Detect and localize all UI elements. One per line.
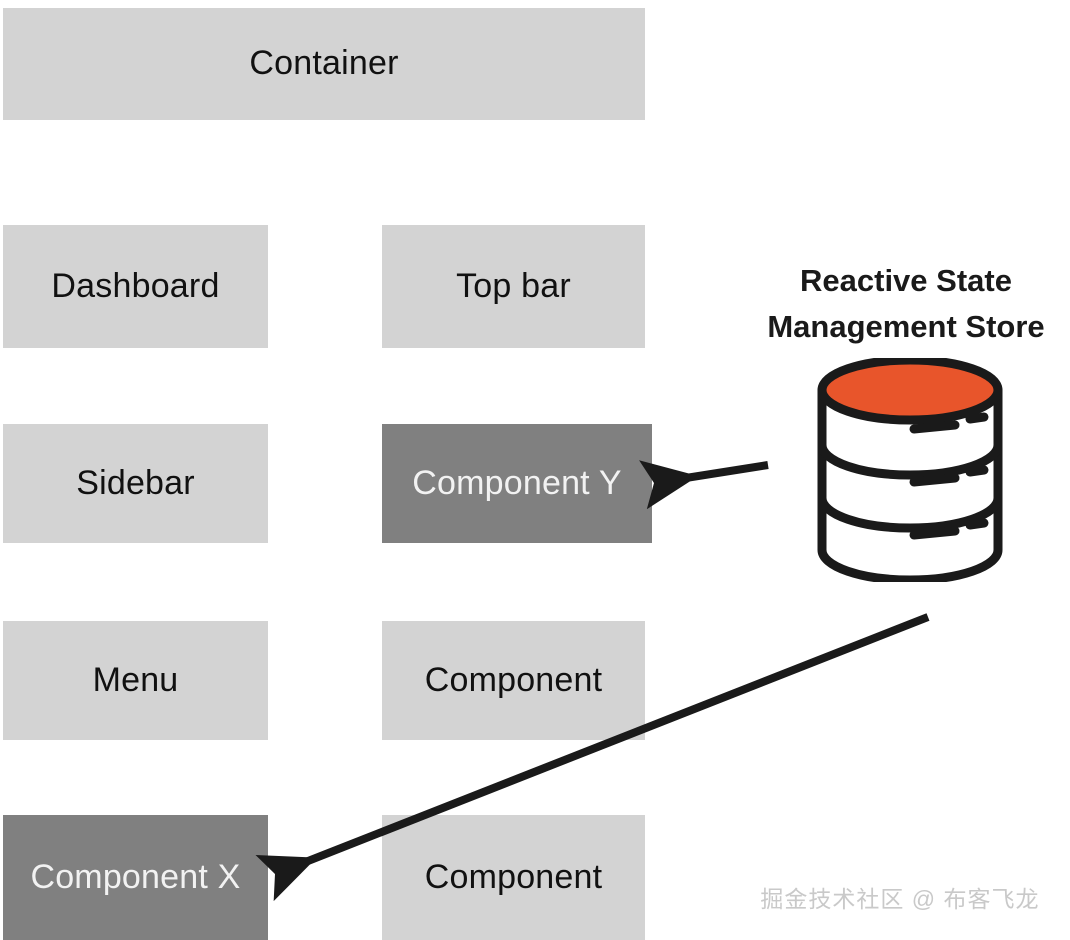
box-container-label: Container [249, 44, 399, 83]
box-component-middle-label: Component [424, 660, 603, 699]
watermark-text: 掘金技术社区 @ 布客飞龙 [760, 886, 1040, 912]
box-top-bar[interactable]: Top bar [382, 225, 645, 348]
box-component-bottom[interactable]: Component [382, 815, 645, 940]
box-component-y[interactable]: Component Y [382, 424, 652, 543]
box-menu[interactable]: Menu [3, 621, 268, 740]
box-sidebar-label: Sidebar [76, 463, 195, 502]
box-dashboard-label: Dashboard [51, 266, 220, 305]
box-container[interactable]: Container [3, 8, 645, 120]
box-component-y-label: Component Y [412, 463, 622, 502]
box-component-bottom-label: Component [424, 857, 603, 896]
box-top-bar-label: Top bar [456, 266, 571, 305]
box-component-middle[interactable]: Component [382, 621, 645, 740]
box-component-x-label: Component X [30, 857, 241, 896]
database-cylinder-icon [817, 358, 1003, 582]
store-title-line-2: Management Store [767, 308, 1045, 344]
arrow-store-to-component-y [639, 460, 769, 510]
store-title: Reactive State Management Store [742, 258, 1070, 350]
store-title-line-1: Reactive State [800, 263, 1012, 298]
box-dashboard[interactable]: Dashboard [3, 225, 268, 348]
box-component-x[interactable]: Component X [3, 815, 268, 940]
box-sidebar[interactable]: Sidebar [3, 424, 268, 543]
box-menu-label: Menu [92, 660, 179, 699]
